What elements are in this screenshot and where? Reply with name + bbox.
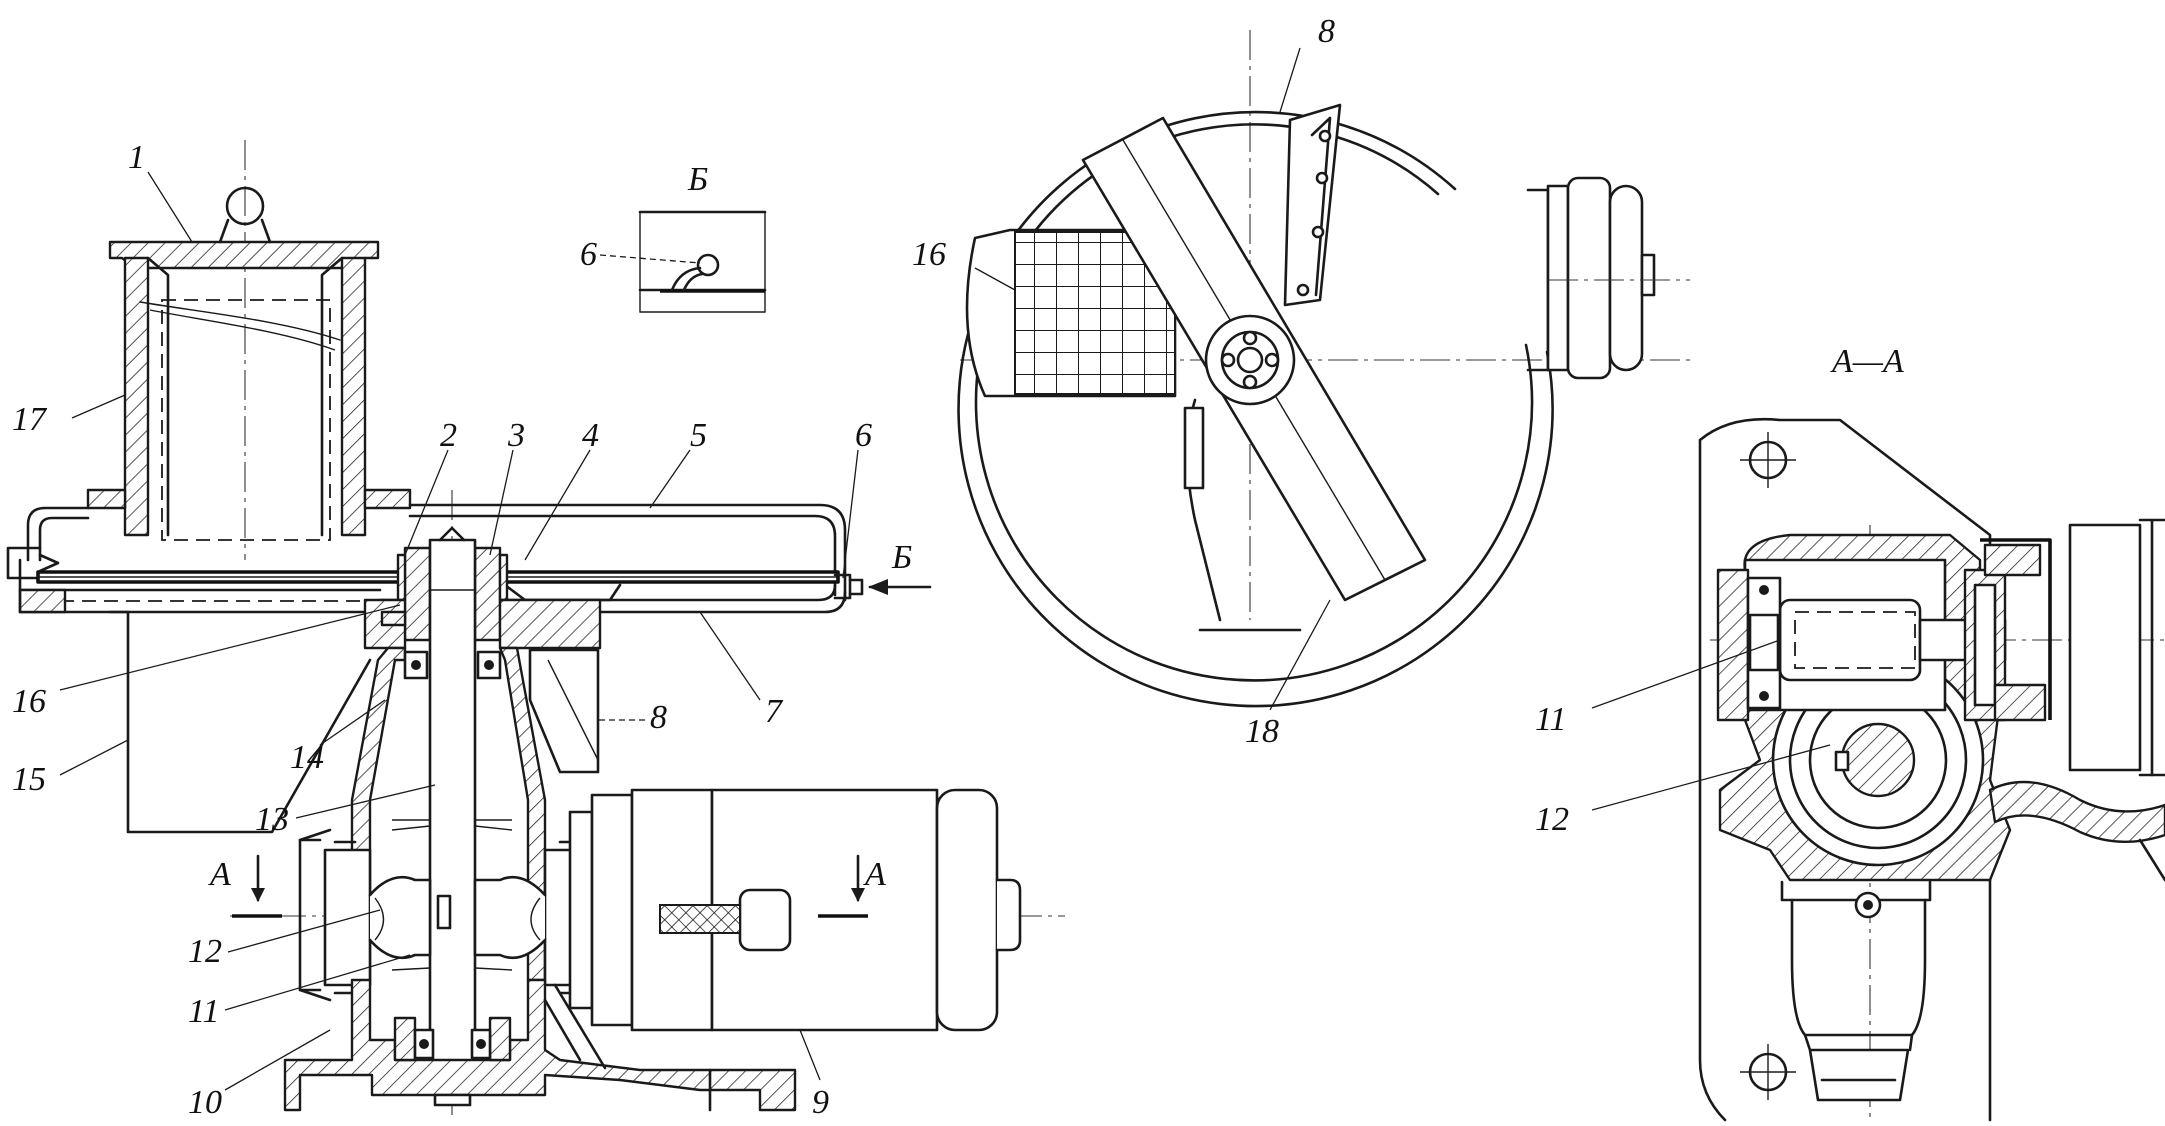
- top-view: [957, 30, 1690, 708]
- gear-housing-left: [298, 828, 332, 1002]
- base: [283, 978, 797, 1112]
- callout-2: 2: [440, 417, 457, 454]
- callout-15: 15: [12, 761, 46, 798]
- detail-view-b: [599, 210, 767, 313]
- view-labels: Б Б А—А А А: [208, 161, 1904, 893]
- hub-and-shaft: [363, 526, 602, 1092]
- main-section-view: [6, 140, 1065, 1115]
- callout-9: 9: [812, 1084, 829, 1121]
- callout-1: 1: [128, 139, 145, 176]
- section-mark-a-right: А: [863, 856, 886, 893]
- upper-cover: [6, 503, 847, 602]
- callout-4: 4: [582, 417, 599, 454]
- callout-10: 10: [188, 1084, 222, 1121]
- detail-view-b-title: Б: [687, 161, 708, 198]
- callout-labels: 1 2 3 4 5 6 7 8 9 10 11 12 13 14 15 16 1…: [12, 13, 1569, 1121]
- section-a-a-title: А—А: [1830, 343, 1904, 380]
- lug: [528, 648, 600, 774]
- small-knife: [1283, 103, 1342, 307]
- callout-12: 12: [188, 933, 222, 970]
- callout-8: 8: [650, 699, 667, 736]
- view-arrow-b: [868, 579, 932, 595]
- callout-7: 7: [765, 693, 784, 730]
- electric-motor: [568, 788, 1022, 1032]
- hopper: [86, 256, 412, 541]
- section-marks-a: [232, 854, 868, 918]
- callout-18: 18: [1245, 713, 1279, 750]
- view-arrow-b-label: Б: [891, 539, 912, 576]
- callout-16: 16: [12, 683, 46, 720]
- callout-17: 17: [12, 401, 48, 438]
- callout-12-aa: 12: [1535, 801, 1569, 838]
- top-view-hub: [1204, 314, 1296, 406]
- callout-8-top: 8: [1318, 13, 1335, 50]
- callout-13: 13: [255, 801, 289, 838]
- callout-11-aa: 11: [1535, 701, 1566, 738]
- callout-14: 14: [290, 739, 324, 776]
- leader-lines: [59, 47, 1831, 1091]
- section-mark-a-left: А: [208, 856, 231, 893]
- callout-6-detail: 6: [580, 236, 597, 273]
- lid: [108, 186, 380, 270]
- chute: [108, 610, 372, 834]
- callout-11: 11: [188, 993, 219, 1030]
- callout-5: 5: [690, 417, 707, 454]
- callout-3: 3: [507, 417, 525, 454]
- section-a-a-view: [1698, 417, 2165, 1122]
- callout-16-top: 16: [912, 236, 946, 273]
- callout-6: 6: [855, 417, 872, 454]
